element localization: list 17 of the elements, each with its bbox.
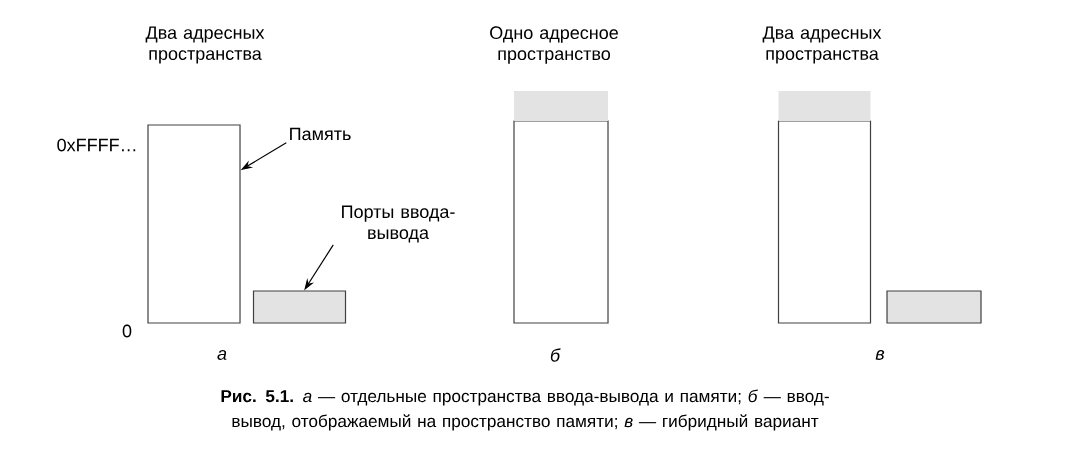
io-block [514,91,608,121]
io-block [778,91,871,121]
callout-label: Память [290,127,351,141]
panel-letter: б [550,348,561,362]
callout-label: Порты ввода-вывода [342,205,455,243]
address-label: 0 [122,324,132,338]
column-title: Одно адресное пространство [490,26,618,64]
panel-letter: а [217,350,227,360]
column-title: Два адресных пространства [762,26,882,64]
io-block [886,290,982,324]
figure-caption: Рис. 5.1. а — отдельные пространства ввода-вывода и памяти; б — ввод-вывод, отображаемый на пространство памяти; в — гибридный вариант [221,389,829,431]
column-title: Два адресных пространства [145,26,265,64]
io-block [252,290,347,324]
memory-block [777,120,872,324]
memory-block [513,120,609,324]
panel-letter: в [875,350,885,360]
memory-block [147,124,241,324]
